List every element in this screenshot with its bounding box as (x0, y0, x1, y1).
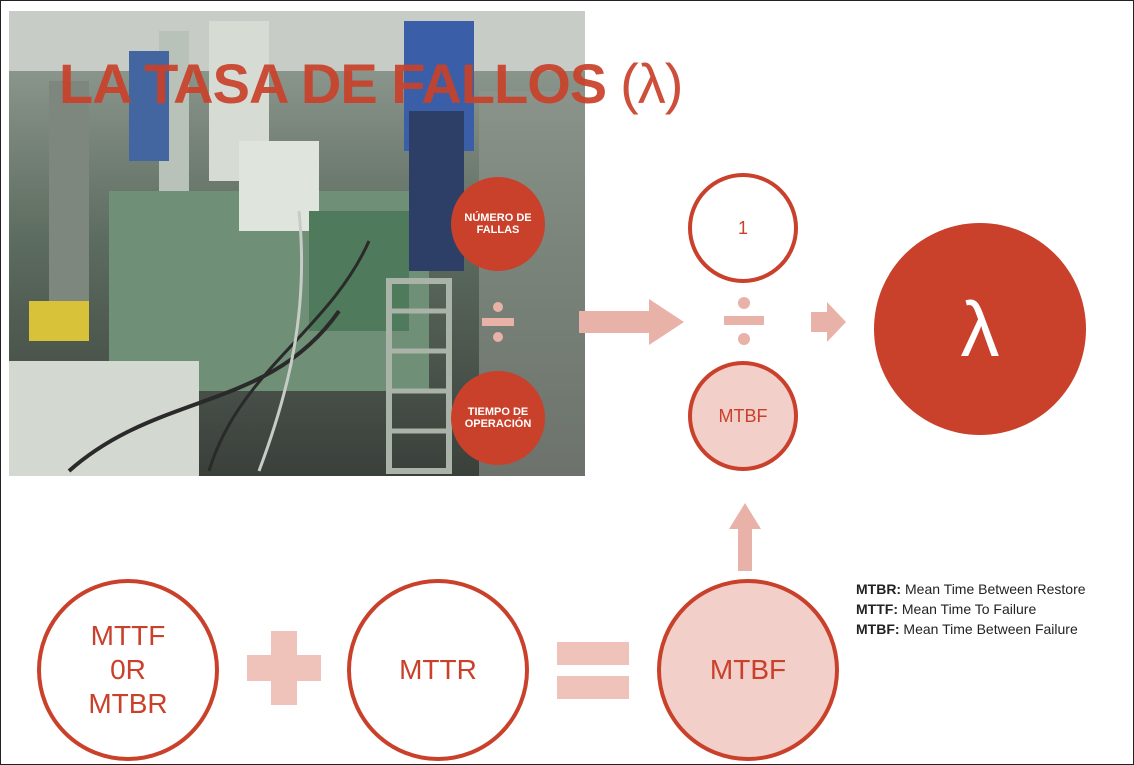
mtbf-top-label: MTBF (719, 406, 768, 427)
legend-item-mtbf: MTBF: Mean Time Between Failure (856, 619, 1086, 639)
arrow-up-icon (729, 503, 761, 571)
acronym-legend: MTBR: Mean Time Between Restore MTTF: Me… (856, 579, 1086, 639)
equals-icon (557, 642, 629, 699)
lambda-label: λ (961, 284, 1000, 375)
mttr-circle: MTTR (347, 579, 529, 761)
mtbf-top-circle: MTBF (688, 361, 798, 471)
mtbr-label: MTBR (88, 687, 167, 721)
divide-icon-left (482, 302, 514, 342)
mtbf-bottom-label: MTBF (710, 654, 786, 686)
mttr-label: MTTR (399, 654, 477, 686)
one-circle: 1 (688, 173, 798, 283)
arrow-right-icon-2 (811, 302, 846, 342)
mtbf-bottom-circle: MTBF (657, 579, 839, 761)
mttf-label: MTTF (88, 619, 167, 653)
lambda-circle: λ (874, 223, 1086, 435)
plus-icon (247, 631, 321, 705)
legend-item-mtbr: MTBR: Mean Time Between Restore (856, 579, 1086, 599)
arrow-right-icon-1 (579, 299, 684, 345)
legend-item-mttf: MTTF: Mean Time To Failure (856, 599, 1086, 619)
or-label: 0R (88, 653, 167, 687)
mttf-or-mtbr-circle: MTTF 0R MTBR (37, 579, 219, 761)
divide-icon-center (724, 297, 764, 345)
one-label: 1 (738, 218, 748, 239)
